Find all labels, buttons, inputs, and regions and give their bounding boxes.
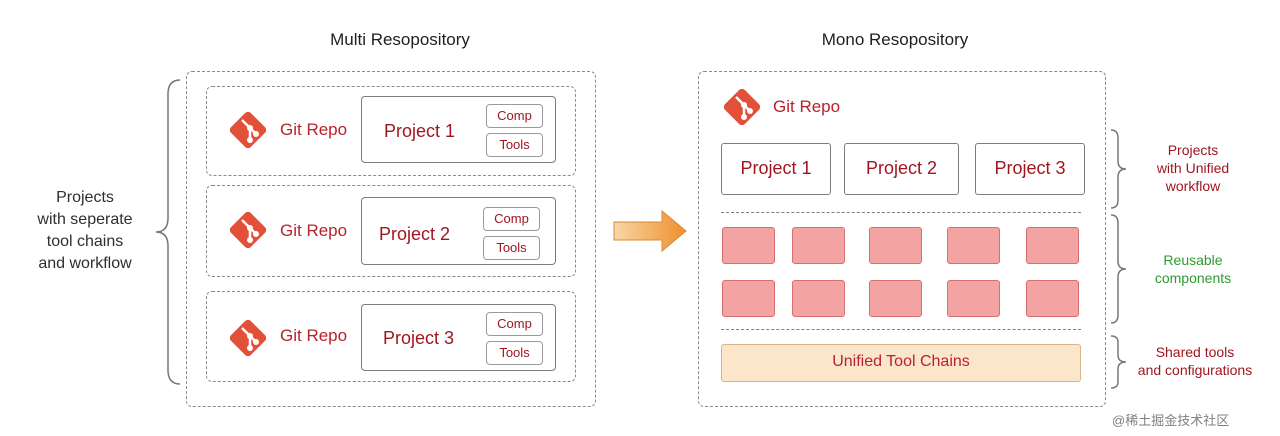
left-caption: Projects with seperate tool chains and w… [20, 187, 150, 275]
tools-chip: Tools [486, 341, 543, 365]
multi-repo-title: Multi Resopository [330, 30, 470, 49]
caption-line: and configurations [1137, 362, 1253, 378]
component-block [1026, 227, 1079, 264]
repo-row [206, 185, 576, 277]
project-label: Project 3 [383, 328, 455, 348]
git-repo-label: Git Repo [280, 221, 348, 240]
left-brace-icon [155, 79, 181, 385]
git-repo-label: Git Repo [773, 97, 841, 116]
right-brace-icon [1110, 129, 1127, 209]
project-label: Project 1 [384, 121, 456, 141]
component-block [1026, 280, 1079, 317]
comp-chip: Comp [486, 312, 543, 336]
watermark-text: @稀土掘金技术社区 [1112, 413, 1230, 428]
caption-line: Shared tools [1155, 344, 1235, 360]
component-block [869, 227, 922, 264]
components-caption: Reusable components [1128, 251, 1258, 287]
component-block [947, 227, 1000, 264]
mono-project-box: Project 3 [975, 143, 1085, 195]
unified-toolchain-bar: Unified Tool Chains [721, 344, 1081, 382]
caption-line: with Unified [1156, 160, 1230, 176]
repo-row [206, 291, 576, 382]
component-block [792, 227, 845, 264]
component-block [869, 280, 922, 317]
caption-line: workflow [1165, 178, 1221, 194]
component-block [722, 227, 775, 264]
project-label: Project 2 [379, 224, 451, 244]
multi-repo-container [186, 71, 596, 407]
git-logo-icon [229, 211, 267, 249]
left-caption-line: tool chains [46, 233, 124, 250]
git-repo-label: Git Repo [280, 120, 348, 139]
left-caption-line: Projects [56, 189, 114, 206]
left-caption-line: and workflow [38, 255, 132, 272]
git-logo-icon [723, 88, 761, 126]
tools-chip: Tools [486, 133, 543, 157]
caption-line: Reusable [1163, 252, 1223, 268]
comp-chip: Comp [483, 207, 540, 231]
mono-project-box: Project 2 [844, 143, 959, 195]
projects-caption: Projects with Unified workflow [1128, 141, 1258, 195]
component-block [947, 280, 1000, 317]
component-block [722, 280, 775, 317]
right-brace-icon [1110, 214, 1127, 324]
component-block [792, 280, 845, 317]
repo-row [206, 86, 576, 176]
mono-project-box: Project 1 [721, 143, 831, 195]
git-logo-icon [229, 111, 267, 149]
section-divider [721, 329, 1081, 330]
caption-line: components [1154, 270, 1232, 286]
section-divider [721, 212, 1081, 213]
comp-chip: Comp [486, 104, 543, 128]
mono-repo-container [698, 71, 1106, 407]
right-brace-icon [1110, 335, 1127, 389]
git-logo-icon [229, 319, 267, 357]
git-repo-label: Git Repo [280, 326, 348, 345]
tools-caption: Shared tools and configurations [1124, 343, 1266, 379]
left-caption-line: with seperate [37, 211, 133, 228]
right-arrow-icon [613, 209, 687, 253]
caption-line: Projects [1167, 142, 1219, 158]
mono-repo-title: Mono Resopository [821, 30, 969, 49]
tools-chip: Tools [483, 236, 540, 260]
